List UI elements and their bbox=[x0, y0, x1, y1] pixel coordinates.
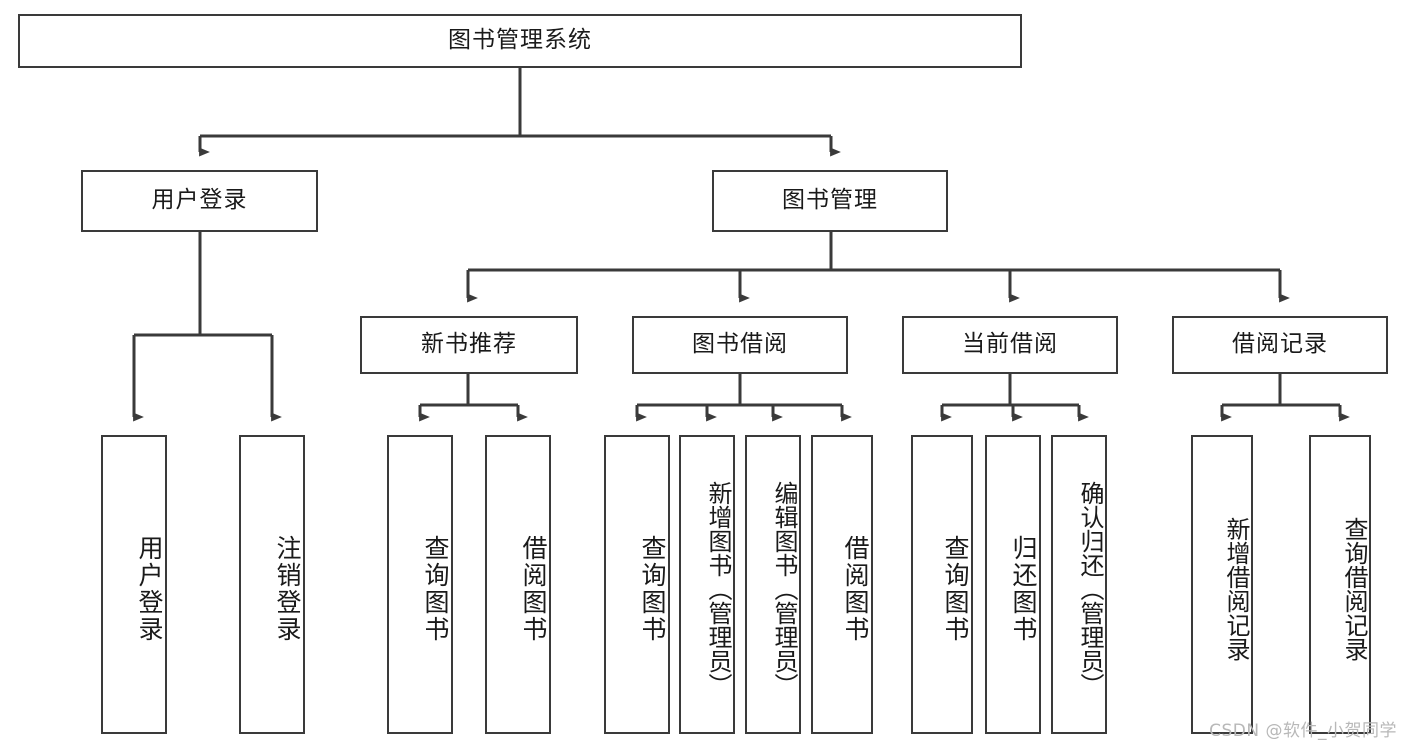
node-leaf-add-record[interactable]: 新增借阅记录 bbox=[1191, 435, 1253, 734]
node-leaf-logout[interactable]: 注销登录 bbox=[239, 435, 305, 734]
node-new-book-rec-label: 新书推荐 bbox=[421, 331, 517, 358]
node-leaf-borrow-book-1[interactable]: 借阅图书 bbox=[485, 435, 551, 734]
leaf-logout-label: 注销登录 bbox=[273, 534, 302, 643]
node-current-borrow-label: 当前借阅 bbox=[962, 331, 1058, 358]
node-leaf-query-book-3[interactable]: 查询图书 bbox=[911, 435, 973, 734]
node-new-book-rec[interactable]: 新书推荐 bbox=[360, 316, 578, 374]
node-leaf-return-book[interactable]: 归还图书 bbox=[985, 435, 1041, 734]
node-user-login-label: 用户登录 bbox=[151, 187, 248, 214]
node-leaf-user-login[interactable]: 用户登录 bbox=[101, 435, 167, 734]
node-root[interactable]: 图书管理系统 bbox=[18, 14, 1022, 68]
leaf-borrow-book-1-label: 借阅图书 bbox=[519, 534, 548, 643]
leaf-query-book-1-label: 查询图书 bbox=[421, 534, 450, 643]
node-leaf-add-book[interactable]: 新增图书（管理员） bbox=[679, 435, 735, 734]
node-book-manage[interactable]: 图书管理 bbox=[712, 170, 948, 232]
node-user-login[interactable]: 用户登录 bbox=[81, 170, 318, 232]
node-leaf-query-book-1[interactable]: 查询图书 bbox=[387, 435, 453, 734]
leaf-confirm-return-label: 确认归还（管理员） bbox=[1076, 480, 1104, 697]
leaf-edit-book-label: 编辑图书（管理员） bbox=[770, 480, 798, 697]
node-root-label: 图书管理系统 bbox=[448, 27, 592, 54]
node-current-borrow[interactable]: 当前借阅 bbox=[902, 316, 1118, 374]
node-borrow-record[interactable]: 借阅记录 bbox=[1172, 316, 1388, 374]
node-leaf-confirm-return[interactable]: 确认归还（管理员） bbox=[1051, 435, 1107, 734]
node-book-borrow-label: 图书借阅 bbox=[692, 331, 788, 358]
leaf-borrow-book-2-label: 借阅图书 bbox=[841, 534, 870, 643]
node-leaf-borrow-book-2[interactable]: 借阅图书 bbox=[811, 435, 873, 734]
leaf-query-book-3-label: 查询图书 bbox=[941, 534, 970, 643]
node-borrow-record-label: 借阅记录 bbox=[1232, 331, 1328, 358]
node-book-manage-label: 图书管理 bbox=[782, 187, 878, 214]
leaf-add-book-label: 新增图书（管理员） bbox=[704, 480, 732, 697]
leaf-query-book-2-label: 查询图书 bbox=[638, 534, 667, 643]
leaf-user-login-label: 用户登录 bbox=[135, 534, 164, 643]
watermark-text: CSDN @软件_小贺同学 bbox=[1209, 721, 1397, 741]
node-book-borrow[interactable]: 图书借阅 bbox=[632, 316, 848, 374]
node-leaf-query-record[interactable]: 查询借阅记录 bbox=[1309, 435, 1371, 734]
leaf-add-record-label: 新增借阅记录 bbox=[1222, 516, 1250, 661]
node-leaf-edit-book[interactable]: 编辑图书（管理员） bbox=[745, 435, 801, 734]
leaf-return-book-label: 归还图书 bbox=[1009, 534, 1038, 643]
leaf-query-record-label: 查询借阅记录 bbox=[1340, 516, 1368, 661]
node-leaf-query-book-2[interactable]: 查询图书 bbox=[604, 435, 670, 734]
